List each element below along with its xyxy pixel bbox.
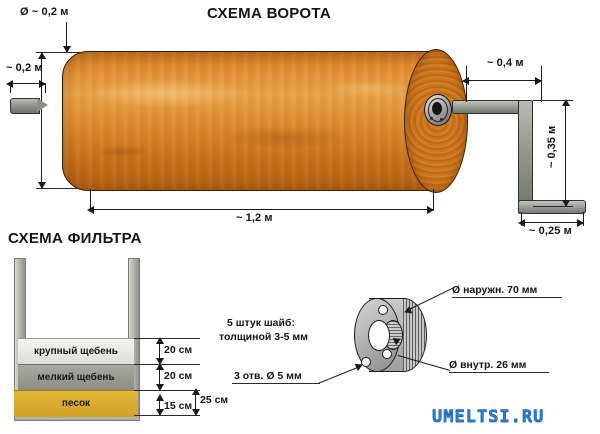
filter-dim-sand-arrow-up-icon (156, 394, 164, 401)
peg-tick-right (45, 83, 46, 93)
site-watermark: UMELTSI.RU (432, 407, 545, 428)
filter-dim-fine-arrow-up-icon (156, 363, 164, 370)
washer-count-note-line2: толщиной 3-5 мм (219, 331, 308, 343)
filter-dim-total-arrow-down-icon (192, 409, 200, 416)
filter-layer-coarse-label: крупный щебень (34, 346, 118, 357)
roller-length-arrow-right-icon (427, 206, 434, 214)
crank-arm-arrow-left-icon (462, 77, 469, 85)
peg-arrow-left-icon (6, 80, 13, 88)
roller-diameter-arrow-down-icon (38, 182, 46, 189)
crank-axle-arm (452, 100, 528, 114)
roller-length-label: ~ 1,2 м (236, 212, 273, 224)
crank-arm-arrow-right-icon (535, 77, 542, 85)
crank-handle (518, 200, 586, 214)
filter-layer-fine: мелкий щебень (18, 364, 134, 391)
crank-drop-arrow-up-icon (562, 99, 570, 106)
washer-hole-2 (382, 349, 392, 359)
filter-dim-coarse-arrow-down-icon (156, 358, 164, 365)
filter-dim-coarse-line (159, 338, 160, 364)
filter-dim-sand-line (159, 396, 160, 415)
filter-ext-line-4 (134, 415, 200, 416)
roller-hub-rivet-2 (440, 118, 443, 121)
filter-layer-fine-label: мелкий щебень (37, 372, 115, 383)
roller-hub-bore (432, 102, 442, 115)
roller-bottom-extension-line (36, 188, 114, 189)
washer-holes-label: 3 отв. Ø 5 мм (234, 370, 302, 382)
filter-layer-sand-label: песок (61, 398, 91, 409)
filter-layer-coarse-thickness: 20 см (164, 344, 193, 356)
crank-handle-dim-line (521, 222, 583, 223)
washer-inner-diameter-label: Ø внутр. 26 мм (449, 359, 527, 371)
crank-arm-ext-right (541, 66, 542, 102)
filter-dim-total-arrow-up-icon (192, 388, 200, 395)
filter-layer-fine-thickness: 20 см (164, 370, 193, 382)
crank-handle-arrow-left-icon (518, 219, 525, 227)
peg-length-label: ~ 0,2 м (6, 62, 43, 74)
crank-vertical-arm (518, 100, 533, 214)
roller-diameter-leader (66, 22, 67, 52)
washer-holes-leader (317, 365, 361, 384)
washer-hole-3 (361, 357, 371, 367)
crank-handle-arrow-right-icon (577, 219, 584, 227)
roller-diameter-arrow-icon (63, 46, 71, 53)
filter-dim-fine-line (159, 364, 160, 390)
roller-log-body (62, 51, 436, 191)
roller-length-ext-left (90, 189, 91, 211)
roller-length-dim-line (90, 209, 433, 210)
filter-total-depth-label: 25 см (200, 394, 229, 406)
filter-dim-total-line (195, 390, 196, 416)
crank-drop-height-label: ~ 0,35 м (546, 125, 558, 168)
crank-handle-length-label: ~ 0,25 м (529, 225, 572, 237)
peg-arrow-right-icon (39, 80, 46, 88)
crank-drop-ext-bottom (533, 206, 573, 207)
washer-outer-leader (406, 287, 454, 311)
roller-wood-grain (63, 52, 435, 190)
peg-body (10, 98, 40, 114)
peg-tick-left (10, 83, 11, 93)
filter-dim-coarse-arrow-up-icon (156, 337, 164, 344)
roller-diameter-arrow-up-icon (38, 52, 46, 59)
roller-length-ext-right (433, 189, 434, 211)
crank-drop-arrow-down-icon (562, 200, 570, 207)
filter-layer-sand: песок (14, 390, 138, 417)
crank-drop-ext-top (533, 100, 573, 101)
washer-outer-diameter-label: Ø наружн. 70 мм (452, 284, 538, 296)
crank-arm-dim-line (466, 80, 542, 81)
washer-count-note-line1: 5 штук шайб: (227, 317, 295, 329)
crank-arm-ext-left (466, 66, 467, 102)
roller-top-extension-line (36, 52, 114, 53)
roller-diameter-label: Ø ~ 0,2 м (20, 6, 69, 18)
filter-ext-line-1 (134, 338, 200, 339)
filter-layer-coarse: крупный щебень (18, 338, 134, 365)
filter-dim-fine-arrow-down-icon (156, 384, 164, 391)
roller-length-arrow-left-icon (87, 206, 94, 214)
roller-scheme-title: СХЕМА ВОРОТА (207, 5, 332, 22)
filter-dim-sand-arrow-down-icon (156, 409, 164, 416)
filter-ext-line-3 (134, 390, 200, 391)
washer-inner-underline (449, 372, 549, 373)
filter-scheme-title: СХЕМА ФИЛЬТРА (8, 230, 142, 247)
roller-diameter-dim-line (41, 52, 42, 189)
roller-hub-rivet-1 (430, 117, 433, 120)
crank-arm-length-label: ~ 0,4 м (487, 57, 524, 69)
washer-bore (368, 320, 390, 351)
crank-drop-dim-line (565, 100, 566, 206)
washer-hole-1 (378, 305, 388, 315)
washer-holes-underline (232, 383, 320, 384)
peg-tip-icon (37, 98, 48, 112)
washer-outer-underline (452, 297, 562, 298)
filter-layer-sand-thickness: 15 см (164, 400, 193, 412)
peg-dim-line (10, 83, 46, 84)
filter-ext-line-2 (134, 364, 200, 365)
